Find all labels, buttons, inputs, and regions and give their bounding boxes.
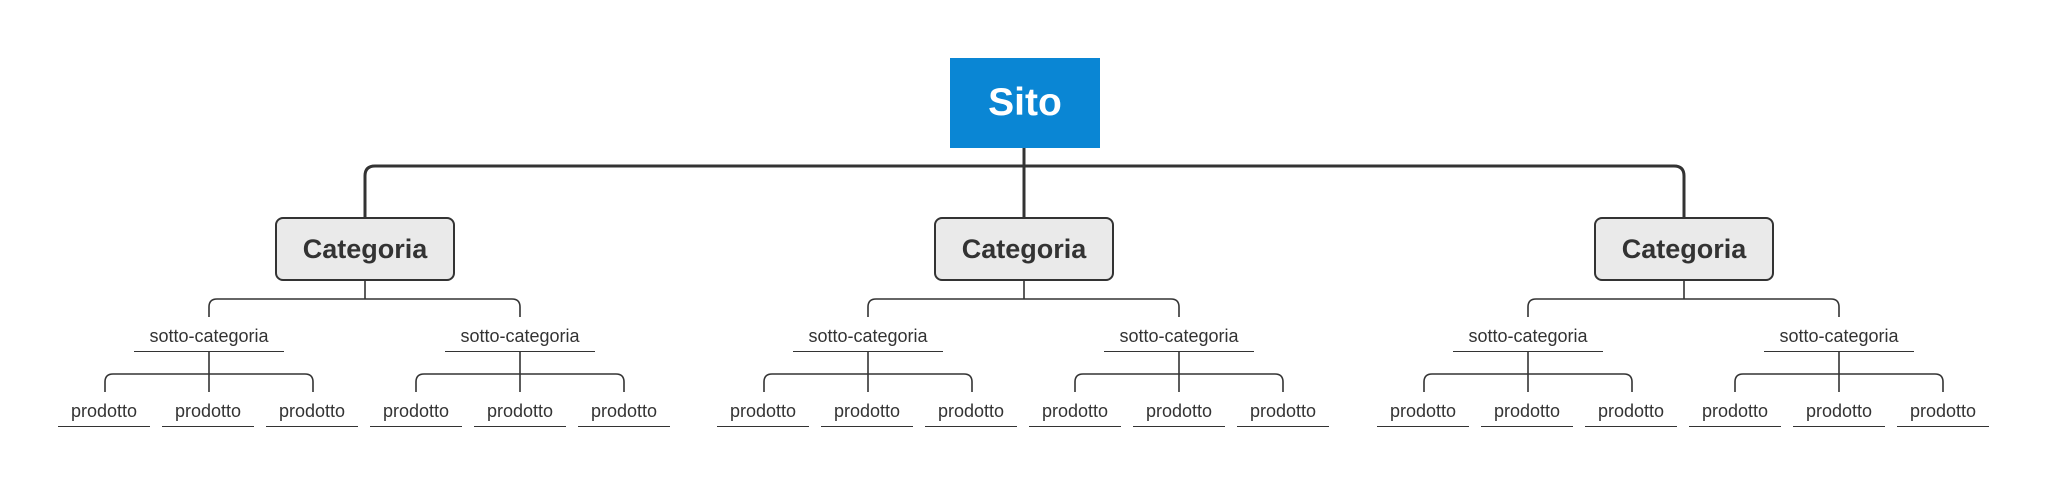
- subcategory-node: sotto-categoria: [1453, 321, 1603, 352]
- product-node: prodotto: [925, 396, 1017, 427]
- subcategory-node: sotto-categoria: [1764, 321, 1914, 352]
- product-node: prodotto: [717, 396, 809, 427]
- category-node: Categoria: [275, 217, 455, 281]
- product-node: prodotto: [578, 396, 670, 427]
- category-connector-bar: [867, 298, 1180, 317]
- product-node: prodotto: [1237, 396, 1329, 427]
- category-node: Categoria: [934, 217, 1114, 281]
- subcategory-node: sotto-categoria: [134, 321, 284, 352]
- product-node: prodotto: [1133, 396, 1225, 427]
- product-node: prodotto: [1481, 396, 1573, 427]
- subcategory-node: sotto-categoria: [793, 321, 943, 352]
- root-node-sito: Sito: [950, 58, 1100, 148]
- product-node: prodotto: [58, 396, 150, 427]
- subcategory-node: sotto-categoria: [445, 321, 595, 352]
- category-connector-bar: [208, 298, 521, 317]
- product-node: prodotto: [162, 396, 254, 427]
- product-node: prodotto: [1897, 396, 1989, 427]
- category-connector-bar: [1527, 298, 1840, 317]
- category-node: Categoria: [1594, 217, 1774, 281]
- product-node: prodotto: [266, 396, 358, 427]
- product-node: prodotto: [370, 396, 462, 427]
- product-node: prodotto: [1377, 396, 1469, 427]
- product-node: prodotto: [474, 396, 566, 427]
- product-node: prodotto: [1029, 396, 1121, 427]
- subcategory-node: sotto-categoria: [1104, 321, 1254, 352]
- product-node: prodotto: [1585, 396, 1677, 427]
- product-node: prodotto: [1793, 396, 1885, 427]
- product-node: prodotto: [1689, 396, 1781, 427]
- product-node: prodotto: [821, 396, 913, 427]
